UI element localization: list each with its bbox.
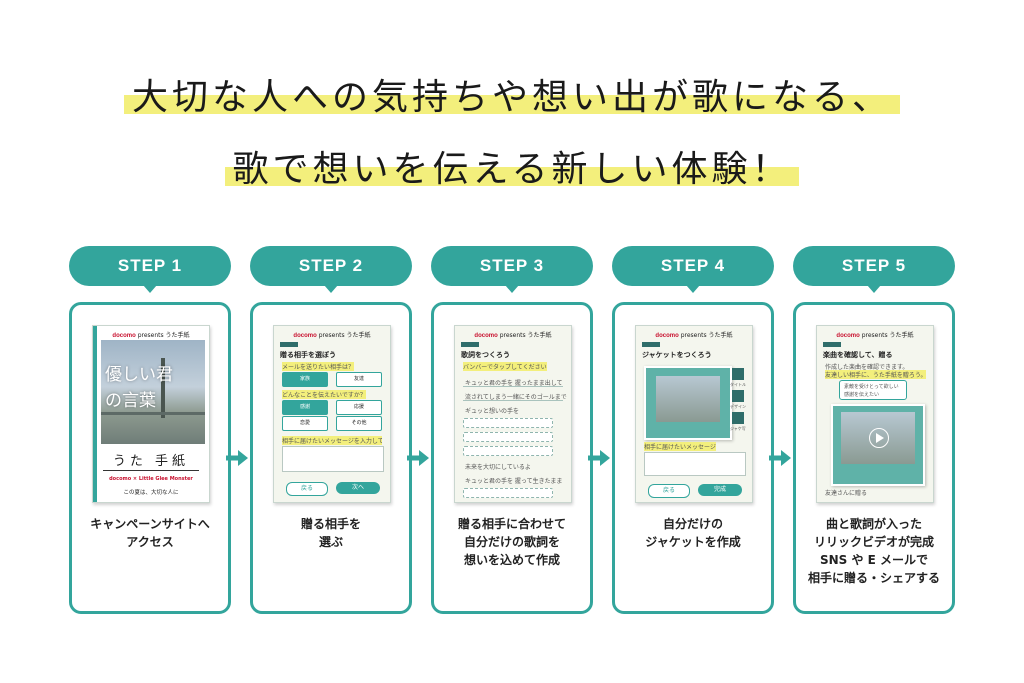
lyric-input[interactable] <box>463 488 553 498</box>
option-thanks[interactable]: 感謝 <box>282 400 328 415</box>
photo-tool-icon[interactable] <box>732 412 744 424</box>
step-2-caption: 贈る相手を 選ぶ <box>300 517 361 549</box>
send-to-friend-link[interactable]: 友達さんに贈る <box>825 490 868 497</box>
screen-heading: 歌詞をつくろう <box>461 351 510 359</box>
step-3-card[interactable]: docomo presents うた手紙 歌詞をつくろう バンバーでタップしてく… <box>431 302 593 614</box>
collab-logo: docomo × Little Glee Monster <box>109 476 193 482</box>
step-3-label: STEP 3 <box>431 246 593 293</box>
step-3-screen: docomo presents うた手紙 歌詞をつくろう バンバーでタップしてく… <box>454 325 572 503</box>
step-5-card[interactable]: docomo presents うた手紙 楽曲を確認して、贈る 作成した楽曲を確… <box>793 302 955 614</box>
arrow-right-icon <box>769 450 791 466</box>
message-textarea[interactable] <box>644 452 746 476</box>
option-family[interactable]: 家族 <box>282 372 328 387</box>
headline-text-2: 歌で想いを伝える新しい体験！ <box>224 140 800 192</box>
step-5-screen: docomo presents うた手紙 楽曲を確認して、贈る 作成した楽曲を確… <box>816 325 934 503</box>
lyric-input[interactable] <box>463 446 553 456</box>
headline-line-1: 大切な人への気持ちや想い出が歌になる、 <box>0 68 1024 120</box>
option-other[interactable]: その他 <box>336 416 382 431</box>
lyric-line[interactable]: キュッと君の手を 握ったまま出して <box>465 380 563 387</box>
arrow-right-icon <box>407 450 429 466</box>
lyric-video[interactable] <box>831 404 925 486</box>
headline-line-2: 歌で想いを伝える新しい体験！ <box>0 140 1024 192</box>
message-textarea[interactable] <box>282 446 384 472</box>
option-love[interactable]: 恋愛 <box>282 416 328 431</box>
step-1-card[interactable]: docomo presents うた手紙 優しい君の言葉 うた 手紙 docom… <box>69 302 231 614</box>
message-bubble: 素敵を受けとって欲しい 感謝を伝えたい <box>839 380 907 400</box>
screen-heading: 贈る相手を選ぼう <box>280 351 336 359</box>
step-4-card[interactable]: docomo presents うた手紙 ジャケットをつくろう タイトル デザイ… <box>612 302 774 614</box>
arrow-right-icon <box>226 450 248 466</box>
design-tool-icon[interactable] <box>732 390 744 402</box>
step-4: STEP 4 docomo presents うた手紙 ジャケットをつくろう タ… <box>612 246 774 614</box>
step-2: STEP 2 docomo presents うた手紙 贈る相手を選ぼう メール… <box>250 246 412 614</box>
screen-heading: 楽曲を確認して、贈る <box>823 351 893 359</box>
lyric-line[interactable]: キュッと君の手を 握って生きたまま <box>465 478 563 485</box>
option-friend[interactable]: 友達 <box>336 372 382 387</box>
footer-copy: この夏は、大切な人に <box>123 490 179 496</box>
lyric-line[interactable]: ギュッと想いの手を <box>465 408 520 415</box>
step-3-caption: 贈る相手に合わせて 自分だけの歌詞を 想いを込めて作成 <box>457 517 566 567</box>
screen-heading: ジャケットをつくろう <box>642 351 712 359</box>
lyric-line[interactable]: 流されてしまう一緒にそのゴールまで <box>465 394 567 401</box>
step-1: STEP 1 docomo presents うた手紙 優しい君の言葉 うた 手… <box>69 246 231 614</box>
jacket-preview <box>644 366 732 440</box>
step-1-screen: docomo presents うた手紙 優しい君の言葉 うた 手紙 docom… <box>92 325 210 503</box>
arrow-right-icon <box>588 450 610 466</box>
headline-text-1: 大切な人への気持ちや想い出が歌になる、 <box>123 68 900 120</box>
hero-image: 優しい君の言葉 <box>101 340 205 444</box>
play-icon[interactable] <box>869 428 889 448</box>
step-5-caption: 曲と歌詞が入った リリックビデオが完成 SNS や E メールで 相手に贈る・シ… <box>807 517 940 585</box>
next-button[interactable]: 次へ <box>336 482 380 494</box>
step-2-label: STEP 2 <box>250 246 412 293</box>
step-2-card[interactable]: docomo presents うた手紙 贈る相手を選ぼう メールを送りたい相手… <box>250 302 412 614</box>
step-4-caption: 自分だけの ジャケットを作成 <box>645 517 741 549</box>
step-1-caption: キャンペーンサイトへ アクセス <box>90 517 210 549</box>
lyric-line[interactable]: 未来を大切にしているよ <box>465 464 531 471</box>
done-button[interactable]: 完成 <box>698 484 742 496</box>
lyric-input[interactable] <box>463 418 553 428</box>
step-3: STEP 3 docomo presents うた手紙 歌詞をつくろう バンバー… <box>431 246 593 614</box>
utategami-logo: うた 手紙 <box>112 454 190 469</box>
option-cheer[interactable]: 応援 <box>336 400 382 415</box>
back-button[interactable]: 戻る <box>648 484 690 498</box>
hero-copy: 優しい君の言葉 <box>105 365 173 411</box>
step-5-label: STEP 5 <box>793 246 955 293</box>
step-2-screen: docomo presents うた手紙 贈る相手を選ぼう メールを送りたい相手… <box>273 325 391 503</box>
step-4-label: STEP 4 <box>612 246 774 293</box>
lyric-input[interactable] <box>463 432 553 442</box>
back-button[interactable]: 戻る <box>286 482 328 496</box>
step-5: STEP 5 docomo presents うた手紙 楽曲を確認して、贈る 作… <box>793 246 955 614</box>
docomo-logo: docomo <box>112 333 136 339</box>
title-tool-icon[interactable] <box>732 368 744 380</box>
step-1-label: STEP 1 <box>69 246 231 293</box>
step-4-screen: docomo presents うた手紙 ジャケットをつくろう タイトル デザイ… <box>635 325 753 503</box>
